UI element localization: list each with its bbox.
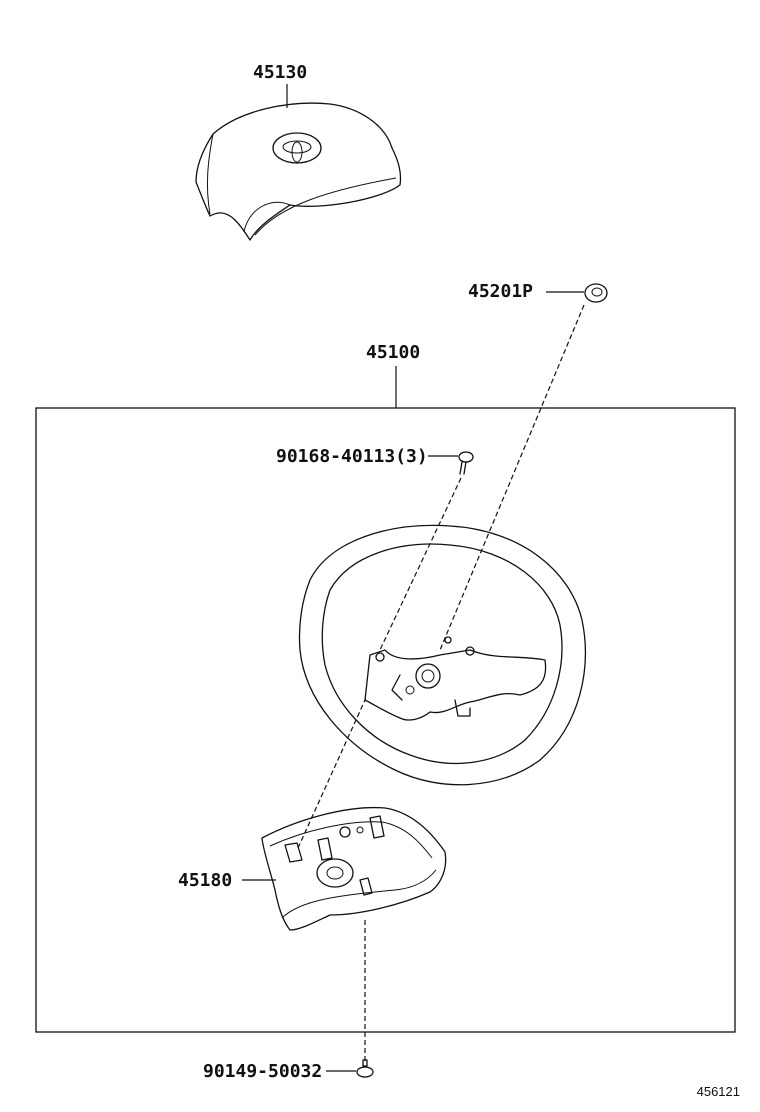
steering-wheel[interactable]	[298, 524, 586, 786]
screw-lower[interactable]	[356, 1059, 374, 1078]
toyota-emblem-icon	[272, 132, 322, 164]
label-45100: 45100	[366, 342, 420, 363]
horn-pad[interactable]	[195, 102, 402, 241]
label-90149-50032: 90149-50032	[203, 1061, 322, 1082]
dashed-line-45201P	[439, 304, 585, 651]
screw-upper[interactable]	[458, 451, 474, 475]
steering-hub	[364, 636, 547, 721]
label-45201P: 45201P	[468, 281, 533, 302]
lower-cover[interactable]	[261, 806, 447, 931]
plug-part[interactable]	[584, 283, 608, 303]
assembly-box	[35, 407, 736, 1033]
label-90168-40113: 90168-40113(3)	[276, 446, 428, 467]
dashed-line-upper-screw	[378, 477, 462, 653]
figure-id: 456121	[697, 1084, 740, 1099]
label-45180: 45180	[178, 870, 232, 891]
dashed-line-cover	[297, 699, 366, 849]
label-45130: 45130	[253, 62, 307, 83]
